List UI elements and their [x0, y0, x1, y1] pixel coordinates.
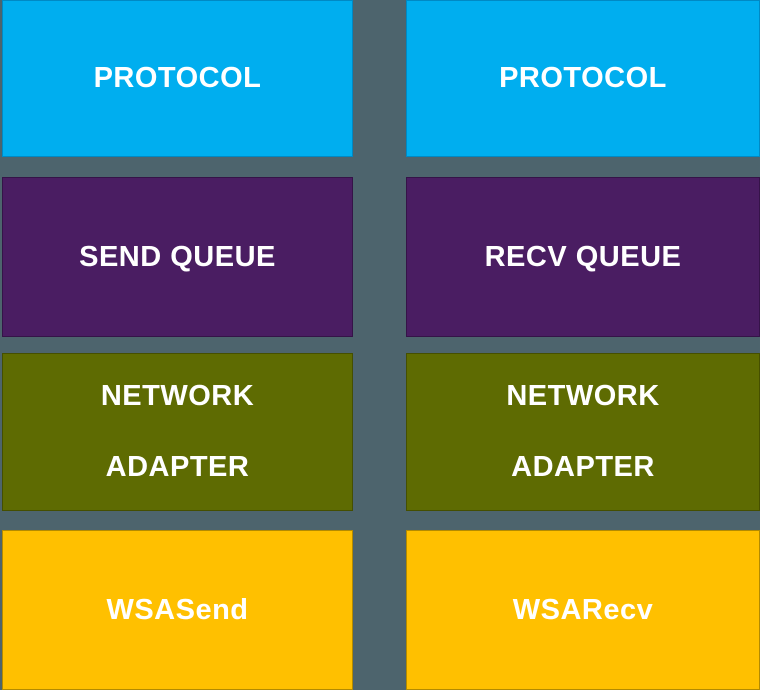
node-label-wsasend: WSASend — [106, 593, 249, 626]
node-label-protocol-recv: PROTOCOL — [499, 62, 667, 95]
node-protocol-send: PROTOCOL — [2, 0, 353, 157]
node-send-queue: SEND QUEUE — [2, 177, 353, 337]
node-wsarecv: WSARecv — [406, 530, 760, 690]
node-protocol-recv: PROTOCOL — [406, 0, 760, 157]
node-network-adapter-recv: NETWORK ADAPTER — [406, 353, 760, 511]
node-label-line2: ADAPTER — [105, 451, 250, 483]
node-wsasend: WSASend — [2, 530, 353, 690]
node-label-recv-queue: RECV QUEUE — [484, 240, 682, 273]
node-recv-queue: RECV QUEUE — [406, 177, 760, 337]
node-label-send-queue: SEND QUEUE — [79, 240, 276, 273]
node-label-network-adapter-send: NETWORK ADAPTER — [101, 361, 254, 503]
node-label-line1: NETWORK — [506, 379, 660, 412]
node-label-protocol-send: PROTOCOL — [93, 62, 262, 95]
node-label-line1: NETWORK — [100, 379, 255, 412]
node-network-adapter-send: NETWORK ADAPTER — [2, 353, 353, 511]
node-label-line2: ADAPTER — [511, 451, 655, 483]
node-label-wsarecv: WSARecv — [512, 593, 654, 626]
node-label-network-adapter-recv: NETWORK ADAPTER — [506, 361, 659, 503]
